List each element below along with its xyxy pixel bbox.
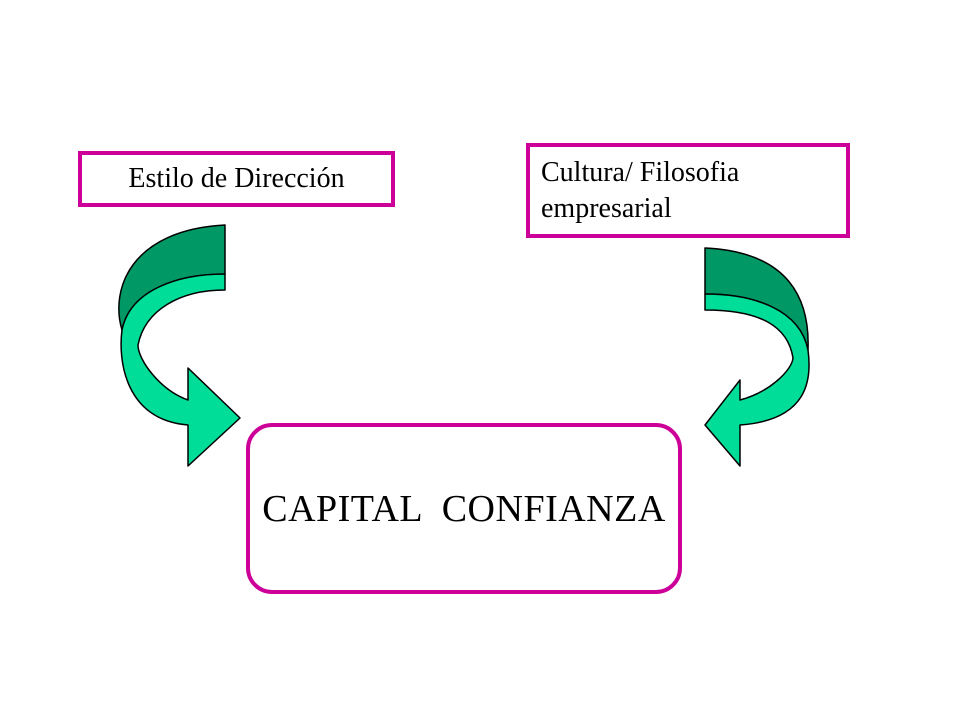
left-curved-arrow-icon [118,224,241,467]
right-curved-arrow-icon [704,247,810,467]
left-arrow-lower-body [120,273,241,467]
cultura-filosofia-label-line1: Cultura/ Filosofia [541,157,740,188]
estilo-direccion-label: Estilo de Dirección [128,163,345,194]
cultura-filosofia-label-line2: empresarial [541,193,672,224]
capital-confianza-box: CAPITAL CONFIANZA [246,423,682,594]
cultura-filosofia-box: Cultura/ Filosofia empresarial [526,143,850,238]
estilo-direccion-box: Estilo de Dirección [78,151,395,207]
right-arrow-lower-body [704,293,810,467]
capital-confianza-label: CAPITAL CONFIANZA [262,487,666,530]
